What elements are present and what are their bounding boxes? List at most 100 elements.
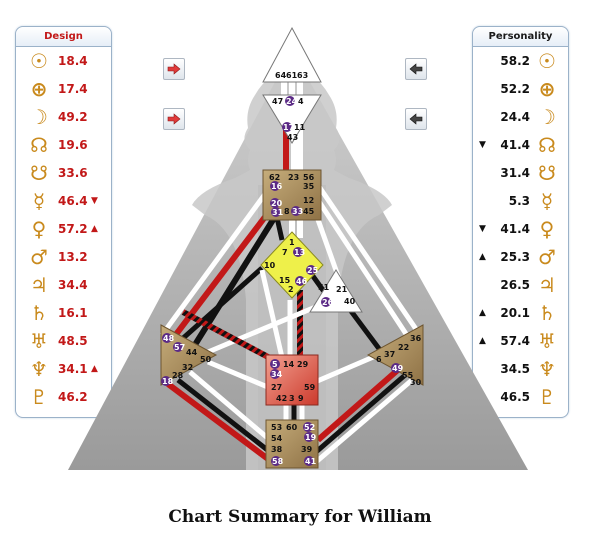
channel-59-6: [314, 352, 379, 385]
gate-8: 8: [284, 207, 290, 216]
black-arrow-left-icon: [409, 113, 423, 125]
gate-57: 57: [174, 343, 185, 352]
channel-39-55: [314, 374, 406, 454]
gate-55: 55: [402, 371, 414, 380]
south-node-icon: ☋: [538, 161, 556, 185]
uranus-icon: ♅: [30, 329, 48, 353]
personality-row: ♇46.5: [473, 384, 568, 410]
gate-56: 56: [303, 173, 315, 182]
gate-52: 52: [304, 423, 315, 432]
personality-value: 20.1: [500, 306, 530, 320]
status-arrow-icon: ▲: [479, 336, 486, 346]
gate-16: 16: [271, 182, 283, 191]
gate-labels: 64 61 63 47 24 4 11 17 43 62 23 56 16 35…: [161, 71, 422, 466]
gate-53: 53: [271, 423, 282, 432]
south-node-icon: ☋: [30, 161, 48, 185]
design-value: 57.2: [58, 222, 88, 236]
gate-29: 29: [297, 360, 309, 369]
design-row: ♃34.4: [16, 272, 111, 298]
earth-icon: ⊕: [30, 77, 48, 101]
gate-32: 32: [182, 363, 193, 372]
gate-36: 36: [410, 334, 422, 343]
moon-icon: ☽: [538, 105, 556, 129]
channel-48-16-hatched: [181, 309, 272, 361]
gate-15: 15: [279, 276, 291, 285]
mercury-icon: ☿: [32, 189, 46, 213]
personality-panel: Personality ☉58.2⊕52.2☽24.4☊41.4▼☋31.4☿5…: [472, 26, 569, 418]
personality-value: 46.5: [500, 390, 530, 404]
earth-icon: ⊕: [538, 77, 556, 101]
gate-9: 9: [298, 394, 304, 403]
gate-60: 60: [286, 423, 298, 432]
gate-14: 14: [283, 360, 295, 369]
north-node-icon: ☊: [538, 133, 556, 157]
gate-61: 61: [286, 71, 298, 80]
gate-23: 23: [288, 173, 299, 182]
channel-16-48: [159, 188, 271, 337]
design-row: ☿46.4▼: [16, 188, 111, 214]
personality-row: ☊41.4▼: [473, 132, 568, 158]
gate-22: 22: [398, 343, 409, 352]
gate-7: 7: [282, 248, 288, 257]
gate-41: 41: [305, 457, 317, 466]
gate-20: 20: [271, 199, 283, 208]
gate-44: 44: [186, 348, 198, 357]
design-value: 48.5: [58, 334, 88, 348]
gate-34: 34: [271, 370, 283, 379]
design-value: 13.2: [58, 250, 88, 264]
gate-5: 5: [272, 360, 278, 369]
status-arrow-icon: ▲: [479, 252, 486, 262]
design-row: ☽49.2: [16, 104, 111, 130]
head-center: [262, 26, 322, 83]
design-row: ♆34.1▲: [16, 356, 111, 382]
personality-row: ♄ 20.1 ▲: [473, 300, 568, 326]
gate-2: 2: [288, 285, 294, 294]
personality-row: ☿ 5.3: [473, 188, 568, 214]
status-arrow-icon: ▲: [91, 364, 98, 374]
gate-21: 21: [336, 285, 348, 294]
gate-12: 12: [303, 196, 314, 205]
neptune-icon: ♆: [538, 357, 556, 381]
gate-42: 42: [276, 394, 287, 403]
personality-row: ☽24.4: [473, 104, 568, 130]
gate-54: 54: [271, 434, 283, 443]
design-row: ☊19.6: [16, 132, 111, 158]
bodygraph: 64 61 63 47 24 4 11 17 43 62 23 56 16 35…: [68, 26, 528, 470]
gate-1: 1: [289, 238, 295, 247]
design-value: 33.6: [58, 166, 88, 180]
personality-title: Personality: [473, 27, 568, 47]
sun-icon: ☉: [30, 49, 48, 73]
personality-row: ♂25.3▲: [473, 244, 568, 270]
personality-value: 5.3: [508, 194, 530, 208]
design-panel: Design ☉18.4⊕17.4☽49.2☊19.6☋33.6☿46.4▼♀5…: [15, 26, 112, 418]
gate-26: 26: [322, 298, 334, 307]
channel-20-57: [165, 203, 277, 347]
jupiter-icon: ♃: [30, 273, 48, 297]
saturn-icon: ♄: [538, 301, 556, 325]
design-row: ♅ 48.5: [16, 328, 111, 354]
gate-6: 6: [376, 355, 382, 364]
gate-25: 25: [307, 266, 319, 275]
gate-38: 38: [271, 445, 283, 454]
channel-19-49: [316, 365, 402, 443]
gate-31: 31: [272, 208, 284, 217]
black-arrow-left-icon: [409, 63, 423, 75]
mercury-icon: ☿: [540, 189, 554, 213]
status-arrow-icon: ▼: [479, 140, 486, 150]
design-row: ⊕17.4: [16, 76, 111, 102]
status-arrow-icon: ▼: [91, 196, 98, 206]
gate-59: 59: [304, 383, 316, 392]
design-next-button-1[interactable]: [163, 58, 185, 80]
design-next-button-2[interactable]: [163, 108, 185, 130]
status-arrow-icon: ▲: [479, 308, 486, 318]
personality-prev-button-1[interactable]: [405, 58, 427, 80]
uranus-icon: ♅: [538, 329, 556, 353]
gate-33: 33: [292, 207, 303, 216]
personality-value: 57.4: [500, 334, 530, 348]
channel-12-22: [315, 198, 413, 342]
pluto-icon: ♇: [30, 385, 48, 409]
personality-prev-button-2[interactable]: [405, 108, 427, 130]
mars-icon: ♂: [30, 245, 48, 269]
sun-icon: ☉: [538, 49, 556, 73]
design-row: ♄16.1: [16, 300, 111, 326]
